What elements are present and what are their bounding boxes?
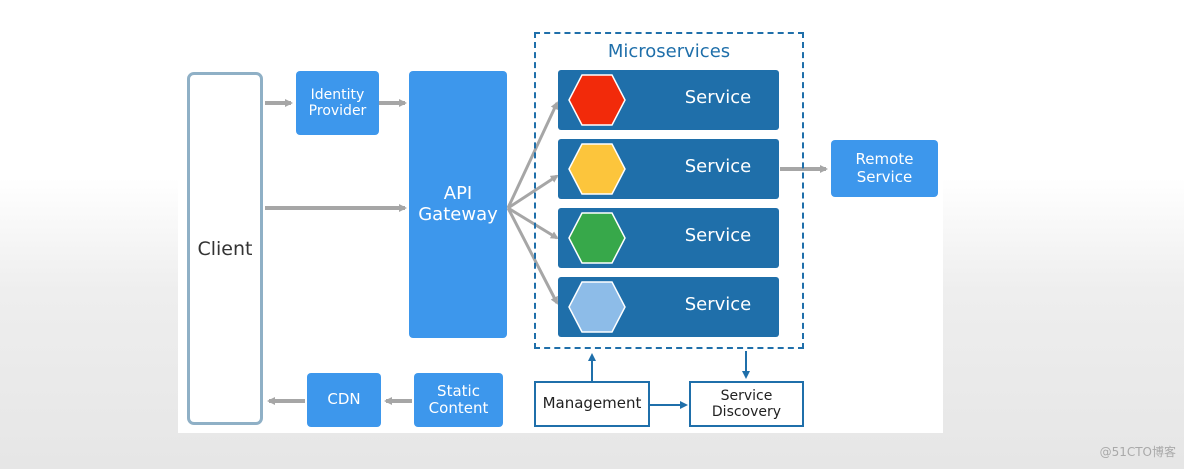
static-content-label-line2: Content bbox=[428, 399, 489, 417]
remote-service-label-line1: Remote bbox=[855, 150, 914, 169]
identity-provider-label-line2: Provider bbox=[308, 103, 367, 119]
static-content-box: Static Content bbox=[414, 373, 503, 427]
api-gateway-box: API Gateway bbox=[409, 71, 507, 338]
microservices-group bbox=[534, 32, 804, 349]
hexagon-icon bbox=[568, 212, 626, 264]
cdn-box: CDN bbox=[307, 373, 381, 427]
service-box-2: Service bbox=[558, 139, 779, 199]
management-box: Management bbox=[534, 381, 650, 427]
hexagon-icon bbox=[568, 281, 626, 333]
cdn-label: CDN bbox=[327, 390, 361, 409]
identity-provider-label-line1: Identity bbox=[310, 86, 365, 103]
service-discovery-label-line1: Service bbox=[720, 387, 773, 404]
hexagon-icon bbox=[568, 74, 626, 126]
service-label-1: Service bbox=[684, 87, 752, 108]
remote-service-label-line2: Service bbox=[856, 167, 913, 186]
api-gateway-label-line1: API bbox=[443, 182, 473, 204]
management-label: Management bbox=[542, 394, 642, 413]
client-label: Client bbox=[197, 237, 253, 260]
identity-provider-box: Identity Provider bbox=[296, 71, 379, 135]
service-box-4: Service bbox=[558, 277, 779, 337]
service-label-4: Service bbox=[684, 294, 752, 315]
service-label-2: Service bbox=[684, 156, 752, 177]
service-box-1: Service bbox=[558, 70, 779, 130]
client-box: Client bbox=[187, 72, 263, 425]
watermark-text: @51CTO博客 bbox=[1099, 445, 1176, 459]
service-hexagon-1 bbox=[568, 74, 626, 126]
microservices-title: Microservices bbox=[607, 41, 731, 62]
service-discovery-label-line2: Discovery bbox=[711, 404, 782, 420]
service-hexagon-2 bbox=[568, 143, 626, 195]
remote-service-box: Remote Service bbox=[831, 140, 938, 197]
service-label-3: Service bbox=[684, 225, 752, 246]
api-gateway-label-line2: Gateway bbox=[418, 203, 498, 225]
service-hexagon-3 bbox=[568, 212, 626, 264]
service-box-3: Service bbox=[558, 208, 779, 268]
service-discovery-box: Service Discovery bbox=[689, 381, 804, 427]
static-content-label-line1: Static bbox=[437, 381, 480, 400]
hexagon-icon bbox=[568, 143, 626, 195]
service-hexagon-4 bbox=[568, 281, 626, 333]
